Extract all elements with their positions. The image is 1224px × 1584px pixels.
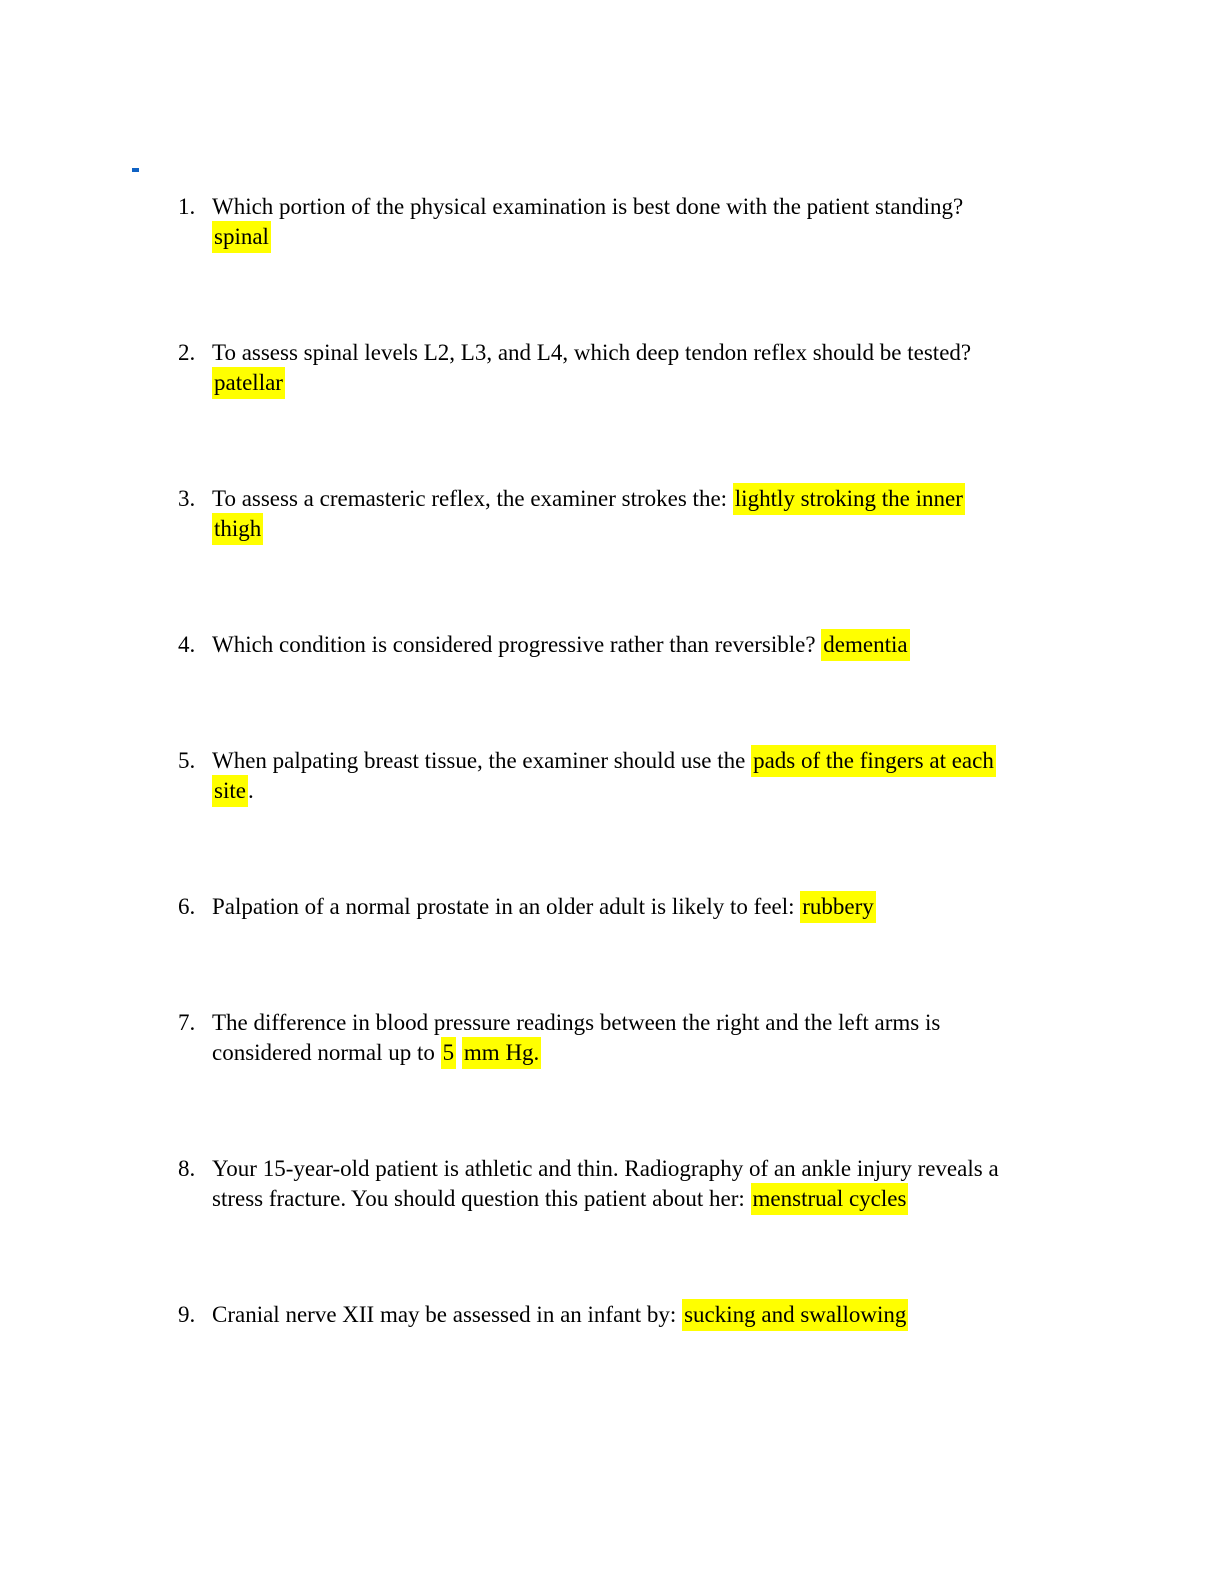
question-line: thigh bbox=[212, 513, 1048, 545]
question-item-3: 3. To assess a cremasteric reflex, the ex… bbox=[178, 483, 1048, 545]
question-text: Which condition is considered progressiv… bbox=[212, 632, 822, 657]
question-number: 3. bbox=[178, 486, 196, 511]
highlighted-answer: rubbery bbox=[800, 891, 876, 923]
question-number: 8. bbox=[178, 1156, 196, 1181]
question-number: 4. bbox=[178, 632, 196, 657]
question-item-2: 2. To assess spinal levels L2, L3, and L4… bbox=[178, 338, 1048, 399]
highlighted-answer: pads of the fingers at each bbox=[751, 745, 996, 777]
question-item-5: 5. When palpating breast tissue, the exam… bbox=[178, 745, 1048, 807]
question-line: Your 15-year-old patient is athletic and… bbox=[212, 1154, 1048, 1184]
question-line: spinal bbox=[212, 221, 1048, 253]
blue-dash-mark bbox=[132, 168, 139, 172]
question-number: 5. bbox=[178, 748, 196, 773]
question-text: considered normal up to bbox=[212, 1040, 441, 1065]
question-item-6: 6. Palpation of a normal prostate in an o… bbox=[178, 891, 1048, 923]
question-item-9: 9. Cranial nerve XII may be assessed in a… bbox=[178, 1299, 1048, 1331]
question-number: 9. bbox=[178, 1302, 196, 1327]
question-item-4: 4. Which condition is considered progress… bbox=[178, 629, 1048, 661]
question-text: Which portion of the physical examinatio… bbox=[212, 194, 964, 219]
question-number: 2. bbox=[178, 340, 196, 365]
question-line: To assess a cremasteric reflex, the exam… bbox=[212, 483, 1048, 515]
question-line: Cranial nerve XII may be assessed in an … bbox=[212, 1299, 1048, 1331]
question-line: Which condition is considered progressiv… bbox=[212, 629, 1048, 661]
question-text: When palpating breast tissue, the examin… bbox=[212, 748, 752, 773]
question-line: To assess spinal levels L2, L3, and L4, … bbox=[212, 338, 1048, 368]
question-item-7: 7. The difference in blood pressure readi… bbox=[178, 1008, 1048, 1069]
question-line: patellar bbox=[212, 367, 1048, 399]
question-text: The difference in blood pressure reading… bbox=[212, 1010, 941, 1035]
question-text: Palpation of a normal prostate in an old… bbox=[212, 894, 801, 919]
highlighted-answer: menstrual cycles bbox=[750, 1183, 909, 1215]
highlighted-answer: site bbox=[212, 775, 248, 807]
highlighted-answer: thigh bbox=[212, 513, 264, 545]
question-line: When palpating breast tissue, the examin… bbox=[212, 745, 1048, 777]
highlighted-answer: patellar bbox=[212, 367, 285, 399]
question-line: site. bbox=[212, 775, 1048, 807]
question-item-8: 8. Your 15-year-old patient is athletic a… bbox=[178, 1154, 1048, 1215]
question-line: considered normal up to 5 mm Hg. bbox=[212, 1037, 1048, 1069]
highlighted-answer: sucking and swallowing bbox=[682, 1299, 909, 1331]
question-item-1: 1. Which portion of the physical examinat… bbox=[178, 192, 1048, 253]
highlighted-answer: dementia bbox=[821, 629, 910, 661]
question-text: To assess spinal levels L2, L3, and L4, … bbox=[212, 340, 972, 365]
question-text: stress fracture. You should question thi… bbox=[212, 1186, 751, 1211]
question-line: The difference in blood pressure reading… bbox=[212, 1008, 1048, 1038]
question-text: Your 15-year-old patient is athletic and… bbox=[212, 1156, 999, 1181]
question-number: 1. bbox=[178, 194, 196, 219]
question-line: Which portion of the physical examinatio… bbox=[212, 192, 1048, 222]
question-line: Palpation of a normal prostate in an old… bbox=[212, 891, 1048, 923]
question-number: 6. bbox=[178, 894, 196, 919]
question-line: stress fracture. You should question thi… bbox=[212, 1183, 1048, 1215]
question-text: . bbox=[247, 778, 254, 803]
highlighted-answer: lightly stroking the inner bbox=[732, 483, 965, 515]
question-text: Cranial nerve XII may be assessed in an … bbox=[212, 1302, 683, 1327]
question-list: 1. Which portion of the physical examinat… bbox=[178, 192, 1048, 1416]
highlighted-answer: spinal bbox=[212, 221, 271, 253]
question-text: To assess a cremasteric reflex, the exam… bbox=[212, 486, 733, 511]
question-number: 7. bbox=[178, 1010, 196, 1035]
highlighted-answer: 5 bbox=[440, 1037, 457, 1069]
highlighted-answer: mm Hg. bbox=[461, 1037, 542, 1069]
